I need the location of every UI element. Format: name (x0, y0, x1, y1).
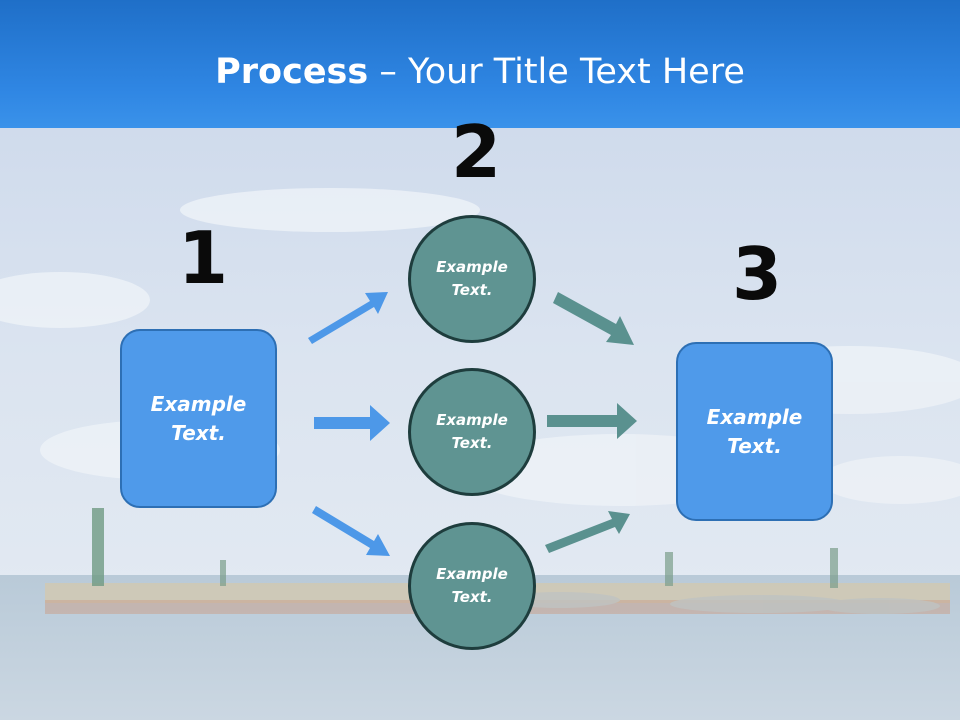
step-number-2: 2 (451, 110, 502, 194)
circle-bottom-line1: Example (436, 565, 508, 583)
arrow-right-bottom (545, 511, 630, 553)
title-bold: Process (215, 52, 369, 92)
arrow-right-top (553, 292, 634, 345)
circle-bottom-line2: Text. (451, 588, 493, 606)
arrow-left-top (308, 292, 388, 344)
circle-top-line2: Text. (451, 281, 493, 299)
title-rest: – Your Title Text Here (368, 52, 745, 92)
circle-middle-line1: Example (436, 411, 508, 429)
arrow-right-middle (547, 403, 637, 439)
circle-top-line1: Example (436, 258, 508, 276)
step-3-line1: Example (706, 404, 803, 429)
slide-title: Process – Your Title Text Here (0, 52, 960, 92)
step-number-1: 1 (178, 216, 229, 300)
arrow-left-bottom (312, 506, 390, 556)
title-band (0, 0, 960, 128)
step-number-3: 3 (732, 232, 783, 316)
arrow-left-middle (314, 405, 390, 441)
step-3-line2: Text. (727, 433, 782, 458)
step-1-line1: Example (150, 391, 247, 416)
step-1-line2: Text. (171, 420, 226, 445)
circle-middle-line2: Text. (451, 434, 493, 452)
